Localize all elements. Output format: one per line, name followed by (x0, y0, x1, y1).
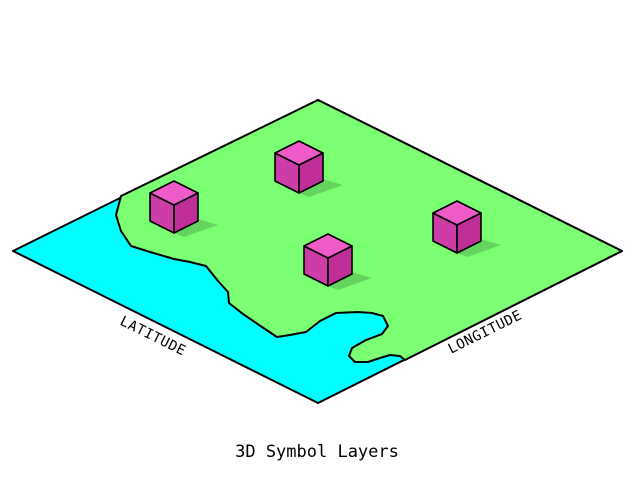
cube-symbol-3 (303, 233, 372, 290)
cube-shadow (328, 272, 372, 290)
figure-title: 3D Symbol Layers (235, 442, 399, 462)
cube-top-face (149, 180, 199, 206)
cube-symbols-layer (149, 140, 501, 290)
cube-shadow (457, 239, 501, 257)
cube-symbol-1 (149, 180, 218, 237)
cube-symbol-4 (432, 200, 501, 257)
cube-shadow (174, 219, 218, 237)
cube-top-face (432, 200, 482, 226)
cube-shadow (299, 179, 343, 197)
cube-top-face (274, 140, 324, 166)
cube-symbol-2 (274, 140, 343, 197)
land-area (115, 99, 623, 363)
cube-top-face (303, 233, 353, 259)
